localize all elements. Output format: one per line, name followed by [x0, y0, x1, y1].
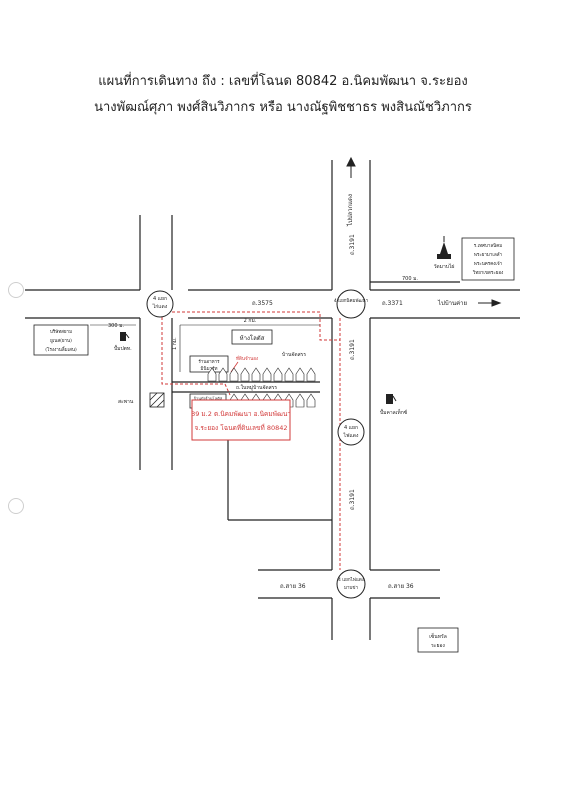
gas-pump-icon — [386, 394, 397, 404]
owner-names: นางพัฒณ์ศุภา พงศ์สินวิภากร หรือ นางณัฐพิ… — [94, 100, 472, 115]
subject-box — [191, 399, 291, 441]
junction-mid-line1: 4 แยก — [344, 425, 358, 431]
road-3191-lower: ถ.3191 — [349, 489, 356, 510]
junction-markers — [146, 289, 366, 599]
subject-line1: 39 ม.2 ต.นิคมพัฒนา อ.นิคมพัฒนา — [191, 410, 291, 418]
distance-700: 700 ม. — [402, 276, 418, 282]
central-box — [417, 627, 459, 653]
binder-hole — [8, 282, 24, 298]
school-line4: วิทยาเขตระยอง — [472, 270, 503, 276]
estate-label: บ้านจัดสรร — [282, 351, 306, 358]
map-title: แผนที่การเดินทาง ถึง : เลขที่โฉนด 80842 … — [98, 74, 468, 89]
temple-label: วัดมาบไผ่ — [434, 263, 455, 270]
road-36-right: ถ.สาย 36 — [388, 583, 414, 590]
junction-nw-line1: 4 แยก — [153, 296, 167, 302]
shop-line2: มินิมาร์ท — [201, 365, 218, 372]
central-line1: เซ็นทรัล — [429, 632, 447, 640]
road-network — [25, 160, 520, 640]
building-line1: ร้านบังร้านโลตัส — [194, 396, 223, 401]
route-path — [161, 311, 341, 570]
binder-hole — [8, 498, 24, 514]
road-3191-mid: ถ.3191 — [349, 339, 356, 360]
north-arrow-icon — [346, 156, 356, 178]
subject-line2: จ.ระยอง โฉนดที่ดินเลขที่ 80842 — [194, 423, 287, 432]
bridge-label: สะพาน — [118, 399, 134, 405]
gas-ptt-label: ปั้มปตท. — [114, 343, 132, 352]
school-line1: ร.เทศบาลนิคม — [474, 243, 502, 249]
soi-label: ถ.ในหมู่บ้านจัดสรร — [236, 384, 277, 391]
gas-right-label: ปั้มคาลเท็กซ์ — [380, 407, 408, 416]
factory-line2: ยูเนส(ยาน) — [50, 338, 72, 344]
mall-label: ห้างโลตัส — [240, 334, 265, 342]
house-icons-upper — [207, 367, 316, 382]
factory-line3: (โรงงานลิ้มเสน) — [45, 346, 77, 353]
factory-line1: บริษัทสยาม — [50, 329, 72, 335]
road-3191-upper: ถ.3191 — [349, 234, 356, 255]
road-36-left: ถ.สาย 36 — [280, 583, 306, 590]
school-box — [461, 237, 515, 281]
school-line2: พระยามาเลลำ — [474, 251, 503, 258]
road-3371-label: ถ.3371 — [382, 300, 403, 307]
east-arrow-icon — [478, 299, 502, 307]
mall-box — [231, 329, 273, 345]
direction-east: ไปบ้านค่าย — [437, 299, 467, 307]
bridge-hatch — [149, 392, 165, 408]
road-3575-label: ถ.3575 — [252, 300, 273, 307]
distance-1km: 1 กม. — [172, 337, 178, 350]
direction-north: ไปปลวกแดง — [346, 194, 354, 227]
junction-mid-line2: ไฟแดง — [343, 432, 360, 439]
junction-south-line2: มาบข่า — [344, 585, 358, 591]
junction-south-line1: 4 แยกไฟแดง — [338, 577, 364, 583]
central-line2: ระยอง — [431, 643, 445, 649]
shop-line1: ร้านอาหาร — [198, 359, 220, 365]
junction-nw-line2: ไก่แดง — [152, 303, 168, 310]
distance-300: 300 ม. — [108, 323, 124, 329]
subject-marker-label: ที่ดินจำนอง — [236, 355, 258, 362]
school-line3: พระนครคงเจ้า — [474, 261, 503, 267]
junction-ne: 4 แยกนิคมพัฒนา — [334, 298, 369, 304]
distance-2km: 2 กม. — [244, 318, 257, 324]
factory-box — [33, 324, 89, 356]
temple-icon — [437, 236, 451, 259]
gas-pump-icon — [120, 332, 130, 341]
